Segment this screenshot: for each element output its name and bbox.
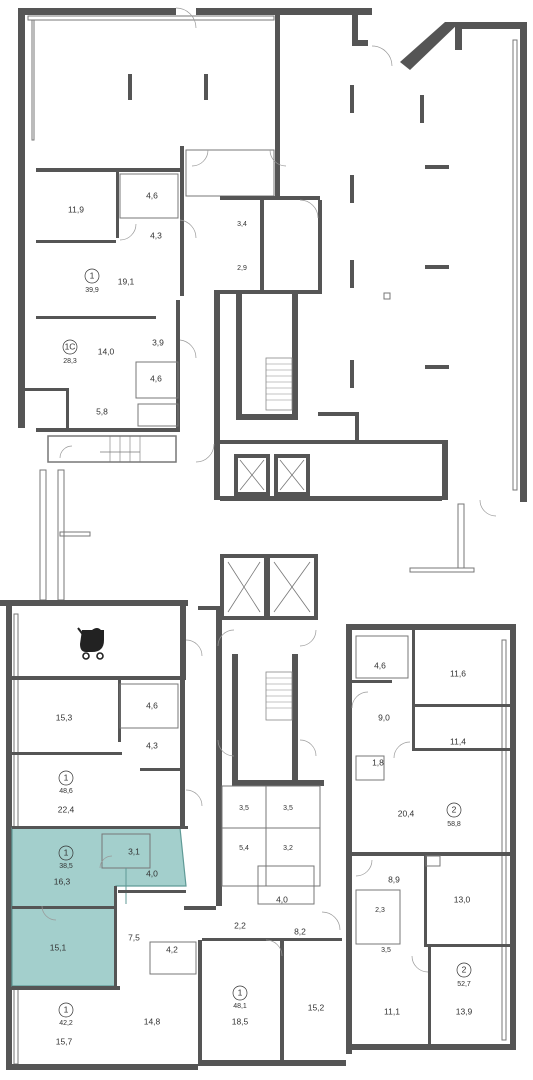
apartment-area: 42,2 [59,1020,73,1027]
room-area: 8,9 [388,874,400,884]
apartment-badge: 1 48,6 [58,770,74,795]
apartment-badge: 2 52,7 [456,962,472,988]
room-area: 19,1 [118,276,135,286]
room-area: 4,0 [276,894,288,904]
room-area: 2,9 [237,265,247,272]
apartment-area: 48,1 [233,1003,247,1010]
room-area: 3,9 [152,337,164,347]
room-area: 4,2 [166,944,178,954]
room-area: 3,5 [381,947,391,954]
apartment-rooms: 1 [90,270,95,280]
room-area: 2,2 [234,920,246,930]
room-area: 13,9 [456,1006,473,1016]
room-area: 11,9 [68,204,84,214]
room-area: 3,1 [128,846,140,856]
apartment-badge: 2 58,8 [446,802,462,828]
room-area: 3,2 [283,845,293,852]
room-area: 14,0 [98,346,115,356]
room-area: 15,1 [50,942,67,952]
room-area: 3,5 [239,805,249,812]
upper-block: 11,9 4,6 4,3 19,1 1 39,9 1С 28,3 14,0 3,… [18,7,527,601]
apartment-rooms: 1 [238,987,243,997]
room-area: 3,4 [237,221,247,228]
room-area: 16,3 [54,876,71,886]
apartment-rooms: 2 [452,804,457,814]
room-area: 4,6 [146,190,158,200]
room-area: 8,2 [294,926,306,936]
apartment-rooms: 1 [64,1004,69,1014]
stroller-icon [77,627,104,660]
apartment-rooms: 1 [64,847,69,857]
room-area: 13,0 [454,894,471,904]
room-area: 4,6 [150,373,162,383]
room-area: 3,5 [283,805,293,812]
apartment-badge: 1С 28,3 [62,339,78,365]
room-area: 15,3 [56,712,73,722]
room-area: 20,4 [398,808,415,818]
apartment-area: 58,8 [447,821,461,828]
highlighted-apartment[interactable]: 1 38,5 16,3 3,1 4,0 15,1 [11,826,188,990]
room-area: 5,4 [239,845,249,852]
apartment-badge: 1 42,2 [58,1002,74,1027]
room-area: 11,1 [384,1006,400,1016]
room-area: 11,6 [450,668,466,678]
room-area: 11,4 [450,736,466,746]
room-area: 18,5 [232,1016,249,1026]
stair-lower [265,671,293,721]
apartment-badge: 1 48,1 [232,985,248,1010]
apartment-badge: 1 38,5 [58,845,74,870]
room-area: 4,6 [146,700,158,710]
room-area: 22,4 [58,804,75,814]
apartment-rooms: 1С [65,341,76,351]
room-area: 5,8 [96,406,108,416]
apartment-rooms: 1 [64,772,69,782]
room-area: 15,7 [56,1036,73,1046]
room-area: 7,5 [128,932,140,942]
apartment-area: 39,9 [85,287,99,294]
apartment-area: 48,6 [59,788,73,795]
lower-block: 1 38,5 16,3 3,1 4,0 15,1 [0,554,516,1070]
stair-upper [265,357,293,411]
room-area: 4,0 [146,868,158,878]
room-area: 4,3 [150,230,162,240]
room-area: 9,0 [378,712,390,722]
room-area: 2,3 [375,907,385,914]
room-area: 14,8 [144,1016,161,1026]
apartment-rooms: 2 [462,964,467,974]
apartment-area: 38,5 [59,863,73,870]
apartment-area: 52,7 [457,981,471,988]
room-area: 15,2 [308,1002,325,1012]
room-area: 4,6 [374,660,386,670]
apartment-area: 28,3 [63,358,77,365]
apartment-badge: 1 39,9 [84,268,100,294]
room-area: 4,3 [146,740,158,750]
room-area: 1,8 [372,757,384,767]
